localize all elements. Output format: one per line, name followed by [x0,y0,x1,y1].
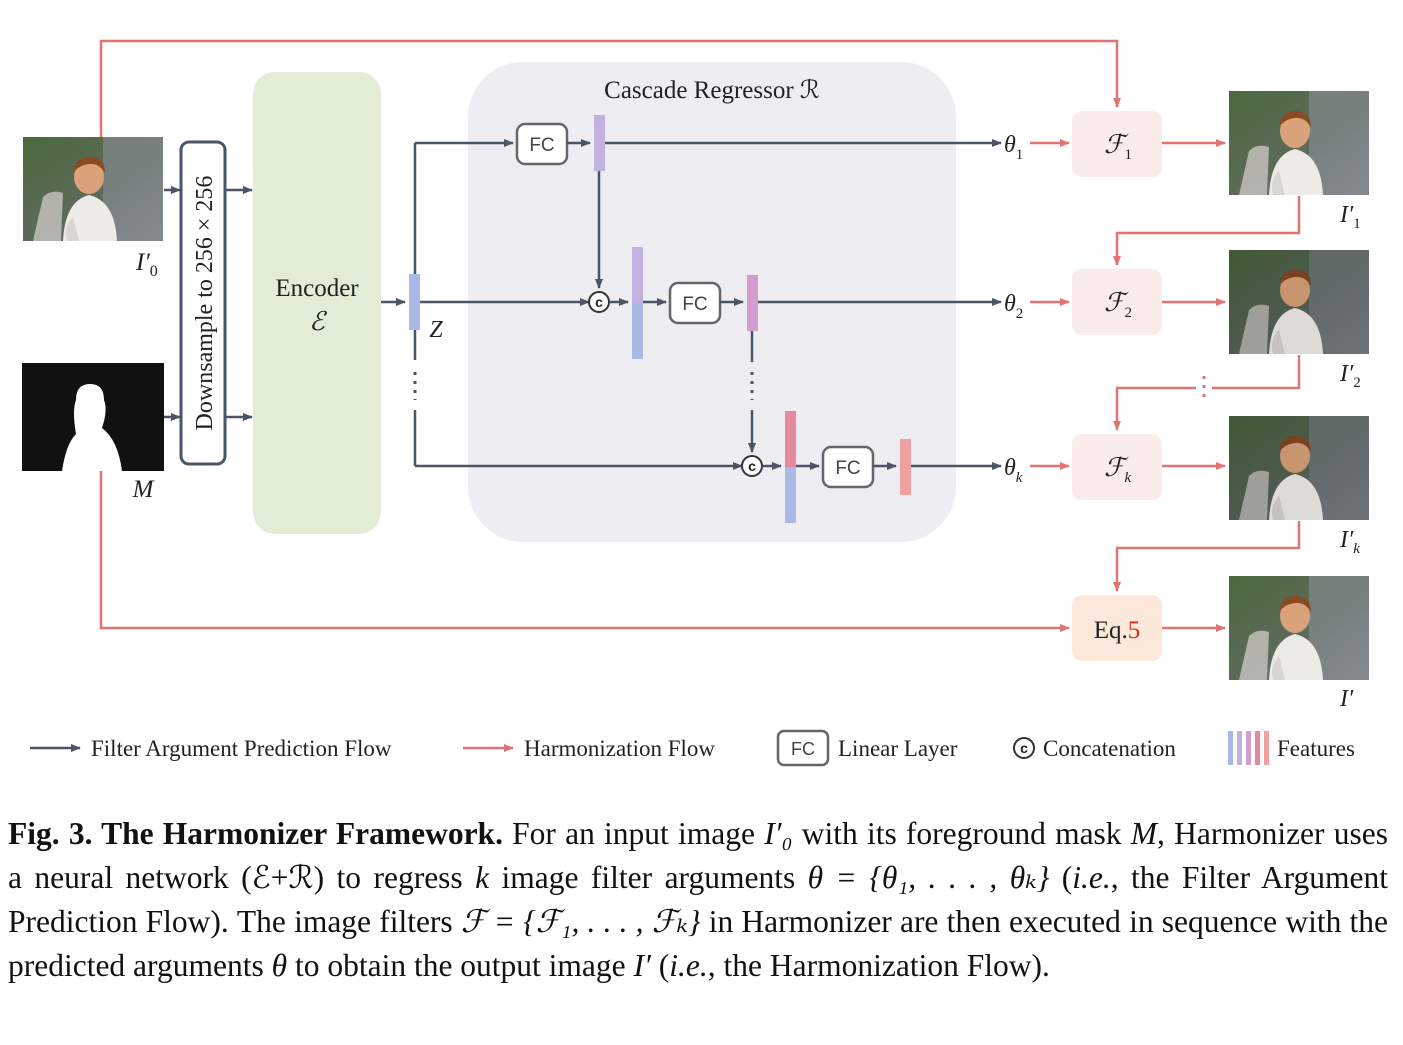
harmonizer-diagram: Cascade Regressor ℛ Encoder ℰ Downsample… [22,39,1403,767]
caption-math: i.e. [1072,860,1111,895]
concat-feature-bottom-1 [632,303,643,359]
output-image-final [1229,576,1369,680]
concat-symbol-1: c [595,294,603,310]
filter-box-1 [1072,111,1162,177]
caption-text: , the Harmonization Flow). [707,948,1050,983]
caption-math: k [475,860,490,895]
feature-k [900,439,911,495]
caption-text: image filter arguments [489,860,808,895]
legend-fc-badge [776,729,830,767]
legend: Filter Argument Prediction Flow Harmoniz… [30,729,1355,767]
caption-math: ℱ = {ℱ₁, . . . , ℱₖ} [460,904,701,939]
output-label-k: I′k [1339,527,1360,557]
eq-label: Eq.5 [1094,617,1141,644]
caption-text: to obtain the output image [287,948,634,983]
input-image [23,137,163,241]
mask-image [22,363,164,471]
caption-math: I′ [633,948,651,983]
legend-concatenation: Concatenation [1043,736,1176,761]
caption-text: For an input image [502,816,765,851]
legend-linear-layer: Linear Layer [838,736,958,761]
output-label-1: I′1 [1339,202,1361,232]
theta-1: θ1 [1004,132,1023,163]
filter-box-k [1072,434,1162,500]
caption-math: M [1130,816,1158,851]
theta-k: θk [1004,455,1023,486]
caption-math: I′₀ [764,816,793,851]
mask-label: M [132,476,155,503]
feature-1 [594,115,605,171]
output-image-2 [1229,250,1369,354]
cascade-regressor-title: Cascade Regressor ℛ [604,77,820,104]
caption-text: ( [650,948,670,983]
caption-text: , Harmonizer uses a neural network (ℰ+ℛ)… [8,816,1388,895]
figure-caption: Fig. 3. The Harmonizer Framework. For an… [8,812,1388,988]
encoder-block [253,72,381,534]
downsample-label: Downsample to 256 × 256 [192,176,218,431]
legend-harmonization-flow: Harmonization Flow [524,736,715,761]
caption-text: ( [1049,860,1073,895]
caption-text: in Harmonizer are then executed in seque… [8,904,1388,983]
caption-math: θ [271,948,288,983]
encoder-label: Encoder [275,275,359,302]
output-image-1 [1229,91,1369,195]
legend-filter-flow: Filter Argument Prediction Flow [91,736,392,761]
concat-symbol-k: c [748,458,756,474]
legend-features-icon [1228,731,1269,765]
caption-math: θ = {θ₁, . . . , θₖ} [807,860,1050,895]
legend-concat-icon [1013,737,1035,759]
legend-fc-label: FC [791,739,815,759]
caption-text: , the Filter Argument Prediction Flow). … [8,860,1388,939]
output-label-2: I′2 [1339,361,1361,391]
concat-feature-bottom-k [785,467,796,523]
downsample-block [179,140,227,466]
feature-2 [747,275,758,331]
output-image-k [1229,416,1369,520]
fc-label-k: FC [835,458,860,479]
caption-lead: Fig. 3. The Harmonizer Framework. [8,816,503,851]
filter-box-2 [1072,269,1162,335]
legend-features: Features [1277,736,1355,761]
eq-box [1072,595,1162,661]
caption-math: i.e. [669,948,708,983]
output-label-final: I′ [1339,686,1354,712]
fc-label-1: FC [529,135,554,156]
z-feature [409,274,420,330]
caption-text: with its foreground mask [792,816,1131,851]
legend-concat-symbol: c [1020,740,1028,756]
fc-label-2: FC [682,294,707,315]
concat-feature-top-k [785,411,796,467]
concat-feature-top-1 [632,247,643,303]
input-image-label: I′0 [135,249,158,280]
theta-2: θ2 [1004,291,1023,322]
z-label: Z [429,317,443,343]
encoder-symbol: ℰ [309,307,327,336]
